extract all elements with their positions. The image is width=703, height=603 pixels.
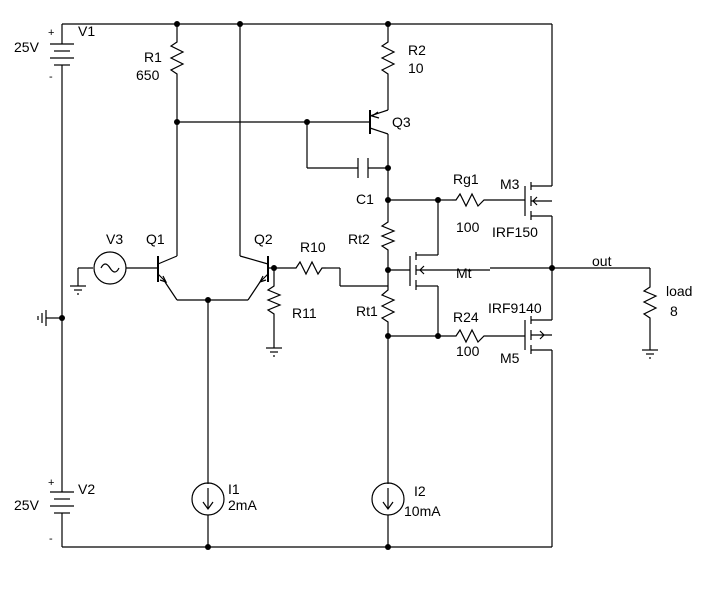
q2-name-label: Q2: [254, 231, 273, 247]
transistor-q1: [157, 255, 178, 284]
transistor-q2: [239, 255, 269, 284]
r11-name-label: R11: [292, 305, 317, 321]
v1-value-label: 25V: [14, 39, 40, 55]
r2-name-label: R2: [408, 42, 426, 58]
rg1-name-label: Rg1: [453, 171, 479, 187]
v1-minus-label: -: [49, 71, 53, 83]
r24-value-label: 100: [456, 343, 480, 359]
out-net-label: out: [592, 253, 612, 269]
junctions: [59, 21, 555, 550]
ground-icon: [37, 310, 47, 326]
resistor-load: [642, 283, 658, 322]
junction-dot: [435, 333, 441, 339]
resistor-r11: [266, 282, 282, 318]
resistor-r1: [169, 38, 185, 78]
i2-value-label: 10mA: [404, 503, 441, 519]
m3-name-label: M3: [500, 176, 520, 192]
junction-dot: [271, 265, 277, 271]
junction-dot: [59, 315, 65, 321]
m3-part-label: IRF150: [492, 224, 538, 240]
mosfet-m5: [524, 316, 553, 354]
junction-dot: [385, 21, 391, 27]
junction-dot: [385, 544, 391, 550]
v1-name-label: V1: [78, 23, 95, 39]
resistor-r10: [292, 260, 326, 276]
junction-dot: [304, 119, 310, 125]
v2-name-label: V2: [78, 481, 95, 497]
r24-name-label: R24: [453, 309, 479, 325]
resistor-r2: [380, 38, 396, 78]
junction-dot: [205, 544, 211, 550]
current-source-i2: [371, 482, 405, 516]
junction-dot: [237, 21, 243, 27]
junction-dot: [385, 165, 391, 171]
mosfet-mt: [409, 252, 438, 290]
rt2-name-label: Rt2: [348, 231, 370, 247]
resistor-rg1: [452, 192, 488, 208]
mosfet-m3: [524, 182, 553, 220]
q1-name-label: Q1: [146, 231, 165, 247]
junction-dot: [205, 297, 211, 303]
load-value-label: 8: [670, 303, 678, 319]
r1-name-label: R1: [144, 49, 162, 65]
capacitor-c1: [357, 158, 369, 178]
m5-name-label: M5: [500, 350, 520, 366]
ground-icon: [642, 349, 658, 359]
q3-name-label: Q3: [392, 114, 411, 130]
junction-dot: [174, 119, 180, 125]
r2-value-label: 10: [408, 60, 424, 76]
v3-name-label: V3: [106, 231, 123, 247]
v2-plus-label: +: [48, 477, 54, 489]
i1-name-label: I1: [228, 481, 240, 497]
i1-value-label: 2mA: [228, 497, 257, 513]
load-name-label: load: [666, 283, 692, 299]
junction-dot: [435, 197, 441, 203]
rt1-name-label: Rt1: [356, 303, 378, 319]
c1-name-label: C1: [356, 191, 374, 207]
transistor-q3: [369, 109, 389, 135]
mt-name-label: Mt: [456, 265, 472, 281]
v2-minus-label: -: [49, 533, 53, 545]
m5-part-label: IRF9140: [488, 300, 542, 316]
battery-v1: [50, 40, 74, 70]
r1-value-label: 650: [136, 67, 160, 83]
junction-dot: [174, 21, 180, 27]
v2-value-label: 25V: [14, 497, 40, 513]
junction-dot: [385, 267, 391, 273]
junction-dot: [549, 265, 555, 271]
current-source-i1: [191, 482, 225, 516]
v1-plus-label: +: [48, 27, 54, 39]
junction-dot: [385, 333, 391, 339]
i2-name-label: I2: [414, 483, 426, 499]
ground-icon: [266, 347, 282, 357]
ground-icon: [70, 285, 86, 295]
resistor-rt2: [380, 218, 396, 254]
resistor-r24: [452, 328, 488, 344]
r10-name-label: R10: [300, 239, 326, 255]
rg1-value-label: 100: [456, 219, 480, 235]
wires: [46, 23, 651, 548]
junction-dot: [385, 197, 391, 203]
resistor-rt1: [380, 286, 396, 326]
ac-source-v3: [93, 251, 127, 285]
battery-v2: [50, 488, 74, 520]
